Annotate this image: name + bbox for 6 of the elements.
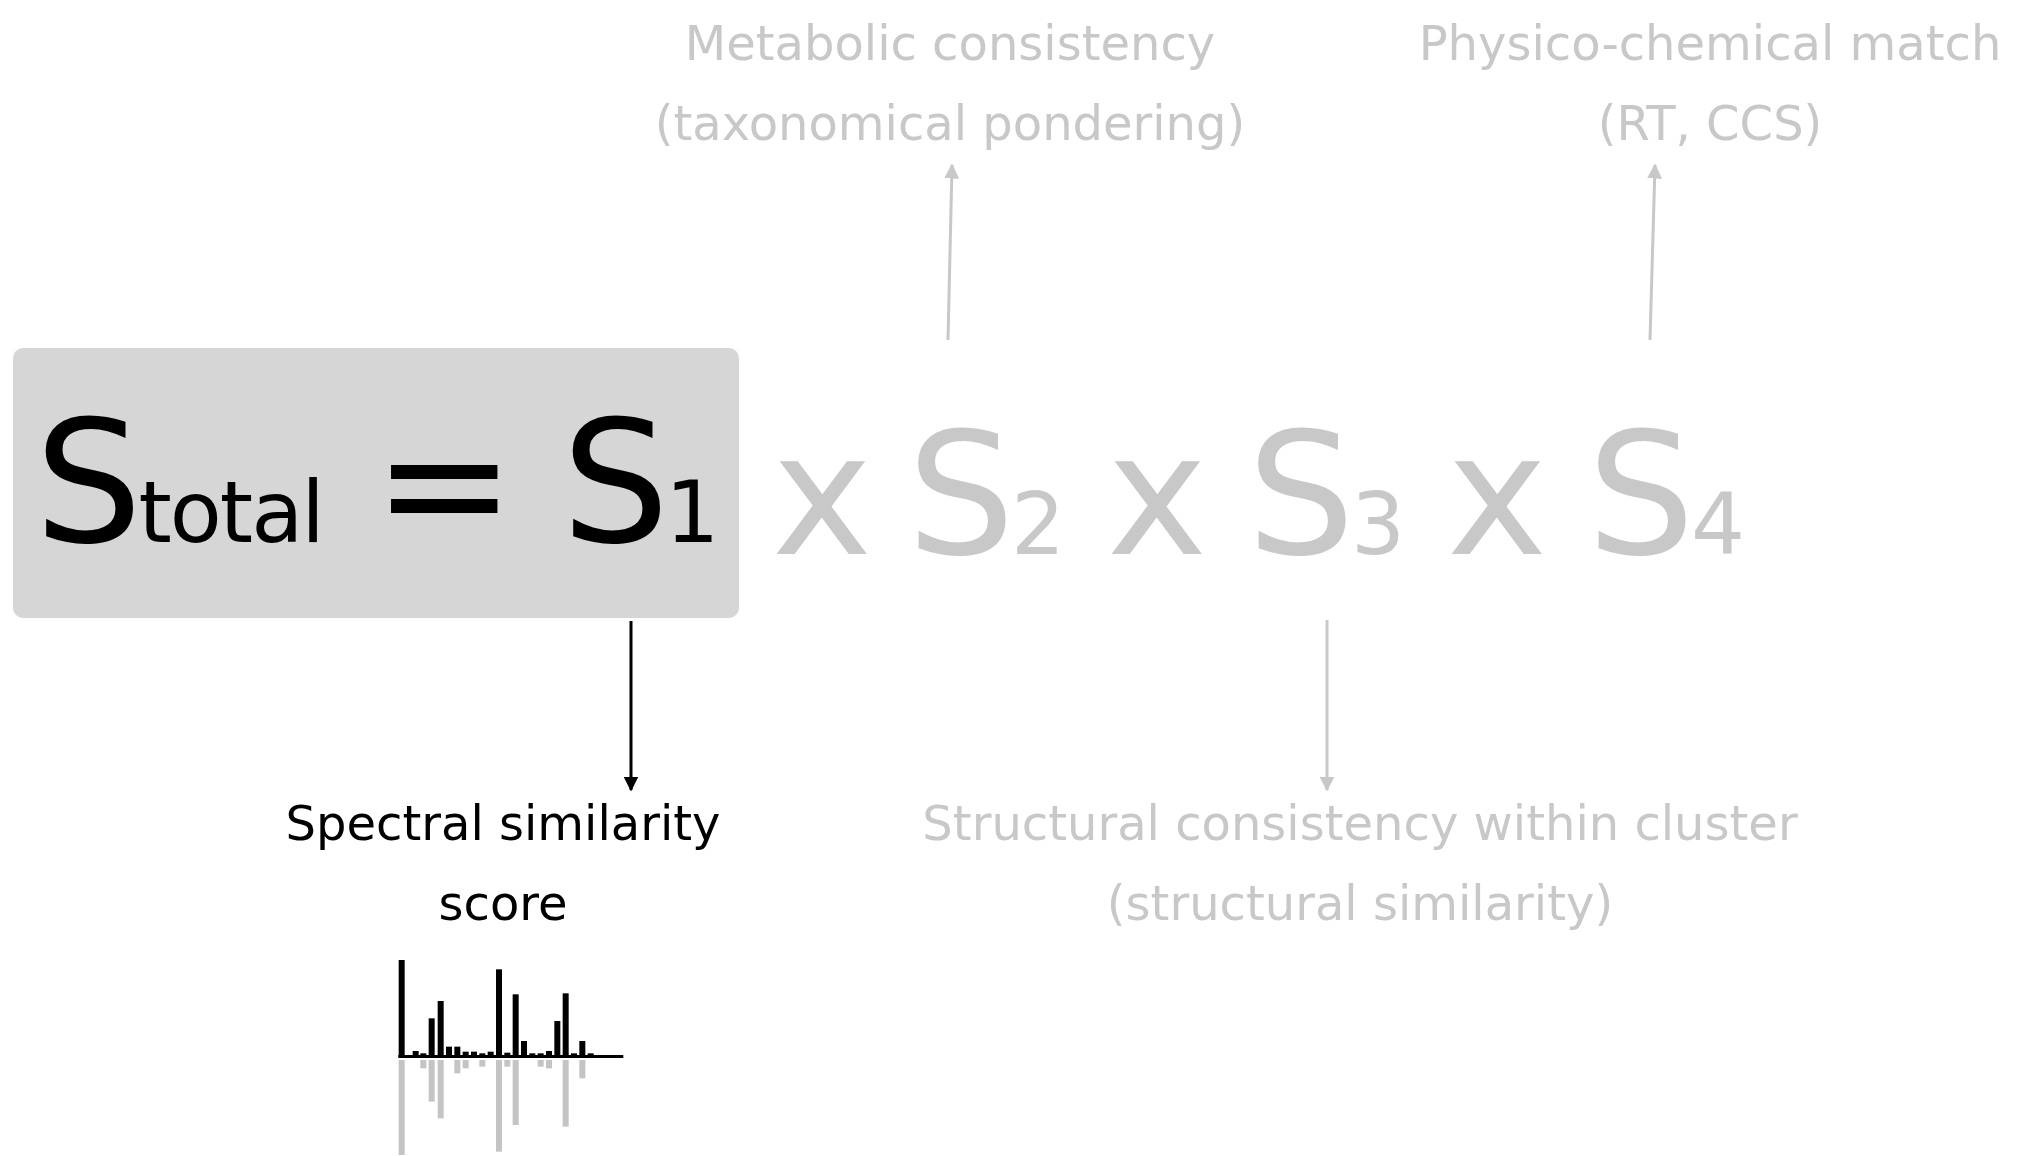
arrow [1647,163,1663,341]
description-text: Spectral similarity score [284,793,722,933]
arrow [1319,620,1335,792]
arrow [623,621,639,792]
arrow [944,163,960,341]
formula-box [13,348,739,618]
